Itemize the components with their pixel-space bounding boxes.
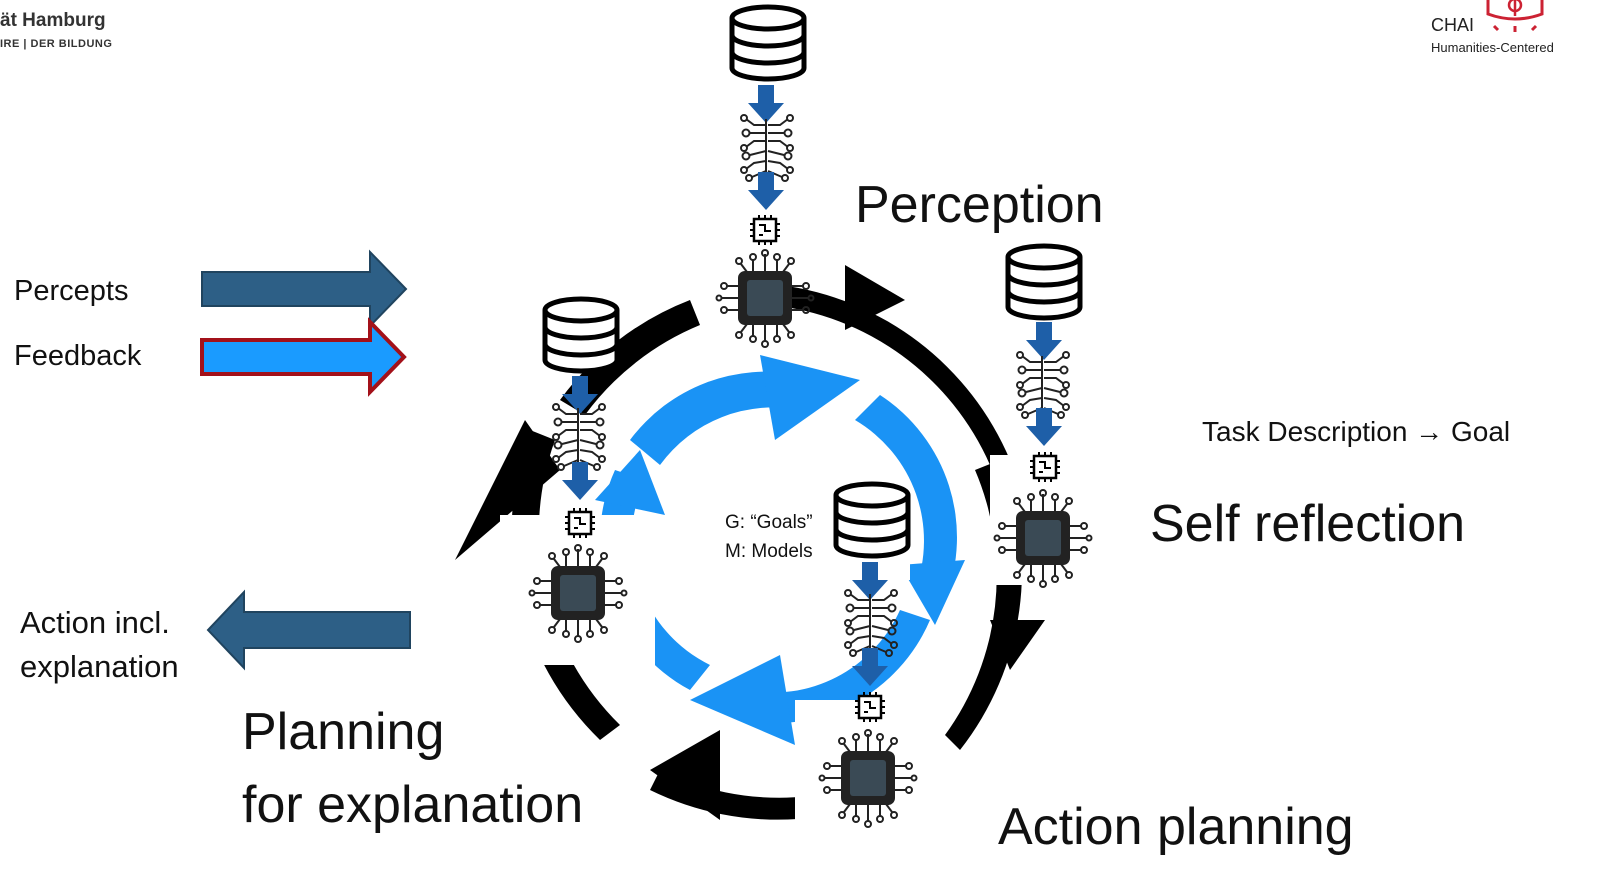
stage-self-reflection-label: Self reflection bbox=[1150, 495, 1466, 553]
outer-arrowhead-bottom bbox=[650, 730, 720, 820]
database-icon bbox=[732, 7, 804, 79]
chai-tagline: Humanities-Centered bbox=[1431, 40, 1554, 55]
inner-arrowhead-bottom bbox=[690, 655, 795, 745]
inner-arc-bottom bbox=[740, 610, 930, 724]
neural-network-icon bbox=[740, 114, 794, 182]
stage-for-explanation-label: for explanation bbox=[242, 776, 584, 834]
action-output-arrow bbox=[206, 589, 411, 671]
small-chip-icon bbox=[1028, 450, 1062, 484]
neural-network-icon bbox=[552, 403, 606, 471]
down-arrow-icon bbox=[1026, 322, 1062, 360]
stage-perception-label: Perception bbox=[855, 176, 1104, 234]
percepts-label: Percepts bbox=[14, 275, 129, 307]
outer-arrowhead-left bbox=[455, 420, 560, 560]
chai-brand: CHAI bbox=[1431, 15, 1475, 35]
small-chip-icon bbox=[853, 690, 887, 724]
chai-logo-icon bbox=[1486, 0, 1544, 32]
outer-arc-top-left bbox=[560, 300, 700, 415]
chip-icon bbox=[715, 249, 815, 348]
percepts-arrow bbox=[201, 249, 408, 329]
down-arrow-icon bbox=[562, 462, 598, 500]
inner-arrowhead-top bbox=[760, 355, 860, 440]
database-icon bbox=[1008, 246, 1080, 318]
outer-arc-left bbox=[511, 430, 620, 740]
down-arrow-icon bbox=[748, 85, 784, 123]
task-description-label: Task Description → Goal bbox=[1202, 416, 1511, 447]
feedback-arrow bbox=[200, 317, 407, 397]
outer-arrowhead-top-right bbox=[845, 265, 905, 330]
action-label-line1: Action incl. bbox=[20, 605, 170, 640]
inner-arrowhead-right bbox=[900, 560, 965, 625]
goals-label: G: “Goals” bbox=[725, 512, 813, 533]
inner-arc-right bbox=[855, 395, 957, 600]
small-chip-icon bbox=[563, 506, 597, 540]
small-chip-icon bbox=[748, 213, 782, 247]
inner-arc-top bbox=[630, 371, 800, 465]
stage-planning-label: Planning bbox=[242, 703, 445, 761]
university-tagline: IRE | DER BILDUNG bbox=[0, 38, 113, 50]
outer-arc-top-right bbox=[770, 285, 1010, 465]
university-name: ät Hamburg bbox=[0, 10, 106, 31]
stage-action-planning-label: Action planning bbox=[998, 798, 1354, 856]
models-label: M: Models bbox=[725, 541, 813, 562]
outer-arrowhead-right bbox=[990, 620, 1045, 670]
database-icon bbox=[836, 484, 908, 556]
inner-arrowhead-left bbox=[595, 450, 665, 515]
feedback-label: Feedback bbox=[14, 340, 142, 372]
down-arrow-icon bbox=[748, 172, 784, 210]
action-label-line2: explanation bbox=[20, 649, 179, 684]
database-icon bbox=[545, 299, 617, 371]
